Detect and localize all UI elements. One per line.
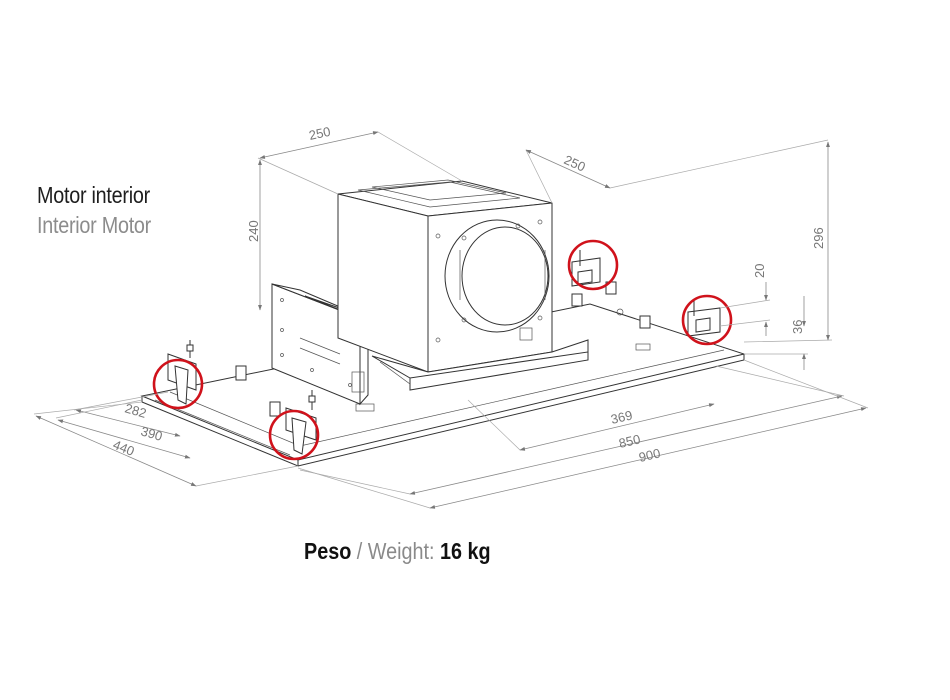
- dim-label-282: 282: [123, 400, 148, 420]
- dim-label-900: 900: [637, 445, 662, 464]
- weight-label-es: Peso: [304, 538, 352, 564]
- dim-label-box-height: 240: [246, 220, 261, 242]
- dim-label-390: 390: [139, 423, 164, 443]
- dim-box-width: 250: [257, 124, 463, 195]
- cable-gland: [519, 327, 533, 341]
- title-line-1: Motor interior: [37, 182, 150, 208]
- dim-label-850: 850: [617, 431, 642, 450]
- weight-separator: /: [351, 538, 368, 564]
- dim-label-box-width: 250: [308, 124, 332, 143]
- dim-label-box-depth: 250: [562, 152, 588, 175]
- plate-slot: [355, 403, 375, 412]
- mounting-pads: [235, 281, 651, 417]
- weight-label: Peso / Weight: 16 kg: [304, 538, 491, 565]
- highlight-circle: [681, 294, 733, 346]
- bracket-back-right: [687, 300, 721, 337]
- highlight-circle: [268, 409, 320, 461]
- dim-box-depth: 250: [525, 149, 611, 204]
- dim-total-height: 296: [609, 139, 833, 343]
- title-line-2: Interior Motor: [37, 212, 152, 238]
- weight-label-en: Weight:: [367, 538, 440, 564]
- dim-base-height: 36: [744, 296, 808, 370]
- dim-900: 900: [297, 359, 869, 509]
- weight-value: 16 kg: [439, 538, 491, 564]
- bracket-back-left: [571, 250, 601, 287]
- motor-box: [337, 179, 589, 391]
- dim-bracket-height: 20: [719, 264, 771, 336]
- highlight-circle: [567, 239, 619, 291]
- dim-label-bracket-height: 20: [752, 264, 767, 278]
- dim-label-440: 440: [111, 437, 137, 459]
- dim-label-base-height: 36: [790, 320, 805, 334]
- dim-box-height: 240: [246, 159, 262, 311]
- highlight-circle: [152, 358, 204, 410]
- plate-slot: [635, 343, 651, 351]
- dim-label-total-height: 296: [811, 227, 826, 249]
